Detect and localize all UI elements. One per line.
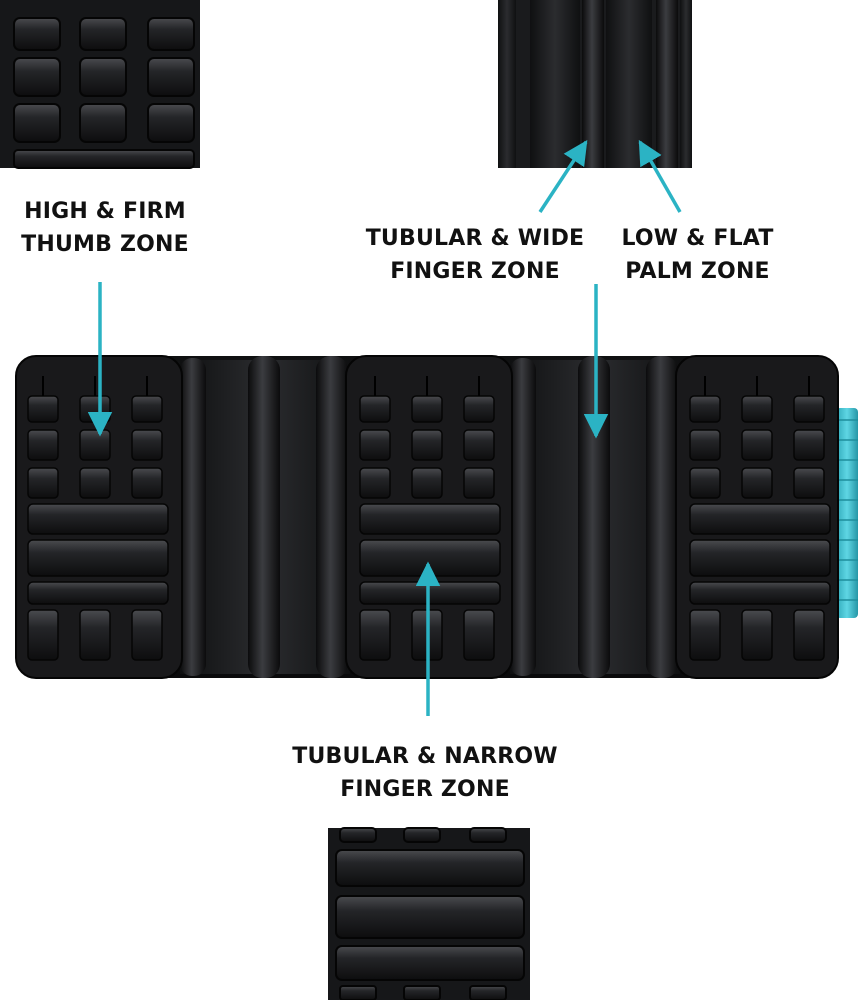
- thumb-zone-label-line2: THUMB ZONE: [21, 232, 189, 257]
- roller-rings: [180, 356, 678, 678]
- arrow-palm-zone-closeup: [638, 139, 682, 213]
- palm-zone-label-line1: LOW & FLAT: [621, 226, 774, 251]
- narrow-finger-zone-label: TUBULAR & NARROW FINGER ZONE: [270, 740, 580, 806]
- narrow-finger-zone-label-line2: FINGER ZONE: [340, 777, 510, 802]
- narrow-finger-zone-label-line1: TUBULAR & NARROW: [292, 744, 558, 769]
- thumb-zone-label: HIGH & FIRM THUMB ZONE: [10, 195, 200, 261]
- wide-finger-zone-label: TUBULAR & WIDE FINGER ZONE: [355, 222, 595, 288]
- narrow-finger-zone-closeup: [328, 827, 530, 1000]
- wide-finger-zone-label-line1: TUBULAR & WIDE: [365, 226, 585, 251]
- thumb-zone-label-line1: HIGH & FIRM: [24, 199, 186, 224]
- palm-zone-label: LOW & FLAT PALM ZONE: [610, 222, 785, 288]
- arrow-wide-finger-closeup: [538, 139, 588, 213]
- foam-roller: [15, 355, 858, 679]
- callout-arrows: [87, 139, 682, 716]
- wide-finger-zone-label-line2: FINGER ZONE: [390, 259, 560, 284]
- thumb-zone-closeup: [0, 0, 200, 169]
- pattern-block-right: [675, 355, 839, 679]
- palm-finger-zone-closeup: [498, 0, 692, 168]
- palm-zone-label-line2: PALM ZONE: [625, 259, 770, 284]
